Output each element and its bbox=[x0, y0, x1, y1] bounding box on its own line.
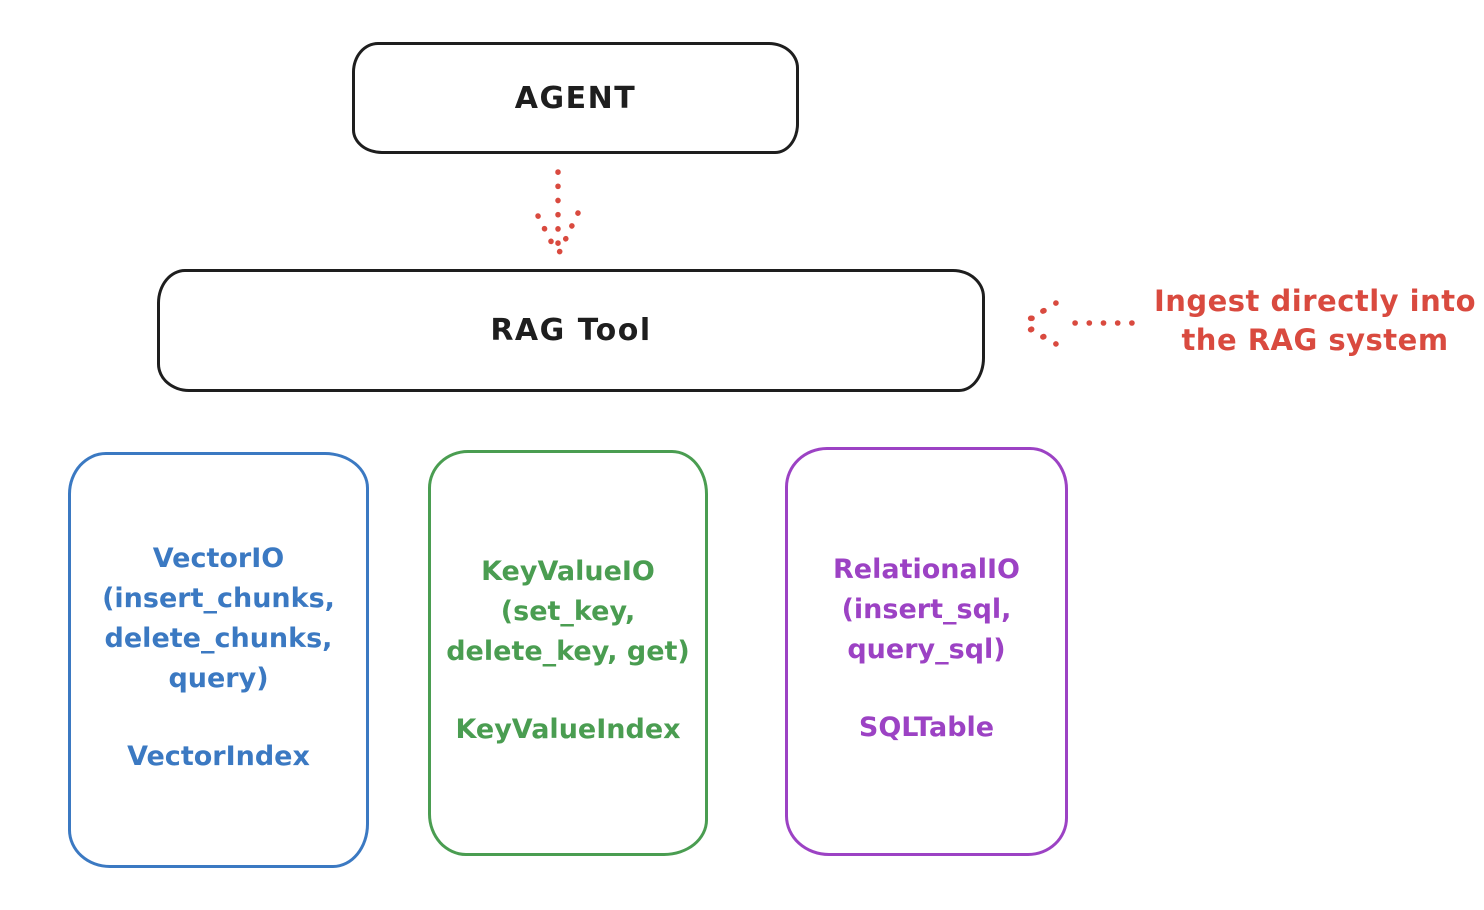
relational-io-box: RelationalIO (insert_sql, query_sql) SQL… bbox=[785, 447, 1068, 856]
keyvalue-io-line: delete_key, get) bbox=[446, 636, 690, 667]
vector-io-line: VectorIO bbox=[152, 543, 285, 574]
keyvalue-io-box: KeyValueIO (set_key, delete_key, get) Ke… bbox=[428, 450, 708, 856]
ingest-annotation: Ingest directly into the RAG system bbox=[1140, 282, 1484, 360]
arrow-left-head-top-inner bbox=[1018, 308, 1046, 327]
ingest-annotation-line2: the RAG system bbox=[1181, 323, 1449, 357]
relational-io-line: query_sql) bbox=[847, 634, 1006, 665]
agent-node: AGENT bbox=[352, 42, 799, 154]
arrow-left-head-bottom bbox=[1020, 321, 1059, 347]
relational-io-line: RelationalIO bbox=[833, 554, 1020, 585]
vector-io-line: delete_chunks, bbox=[104, 623, 333, 654]
vector-io-line: query) bbox=[168, 663, 269, 694]
arrow-down-head-left bbox=[535, 213, 560, 256]
arrow-down-head-right bbox=[556, 210, 581, 256]
keyvalue-io-line: KeyValueIO bbox=[481, 556, 655, 587]
rag-tool-label: RAG Tool bbox=[490, 313, 652, 348]
rag-tool-node: RAG Tool bbox=[157, 269, 985, 392]
arrow-left-head-bottom-inner bbox=[1018, 321, 1046, 340]
relational-io-footer: SQLTable bbox=[858, 712, 995, 743]
keyvalue-io-line: (set_key, bbox=[500, 596, 636, 627]
arrow-agent-to-rag-icon bbox=[535, 169, 581, 256]
vector-io-line: (insert_chunks, bbox=[102, 583, 335, 614]
arrow-ingest-into-rag-icon bbox=[1018, 300, 1135, 347]
agent-label: AGENT bbox=[514, 80, 637, 116]
arrow-left-head-top bbox=[1020, 300, 1059, 327]
ingest-annotation-line1: Ingest directly into bbox=[1153, 284, 1477, 318]
vector-io-footer: VectorIndex bbox=[127, 741, 310, 772]
keyvalue-io-footer: KeyValueIndex bbox=[455, 714, 681, 745]
relational-io-line: (insert_sql, bbox=[841, 594, 1012, 625]
vector-io-box: VectorIO (insert_chunks, delete_chunks, … bbox=[68, 452, 369, 868]
